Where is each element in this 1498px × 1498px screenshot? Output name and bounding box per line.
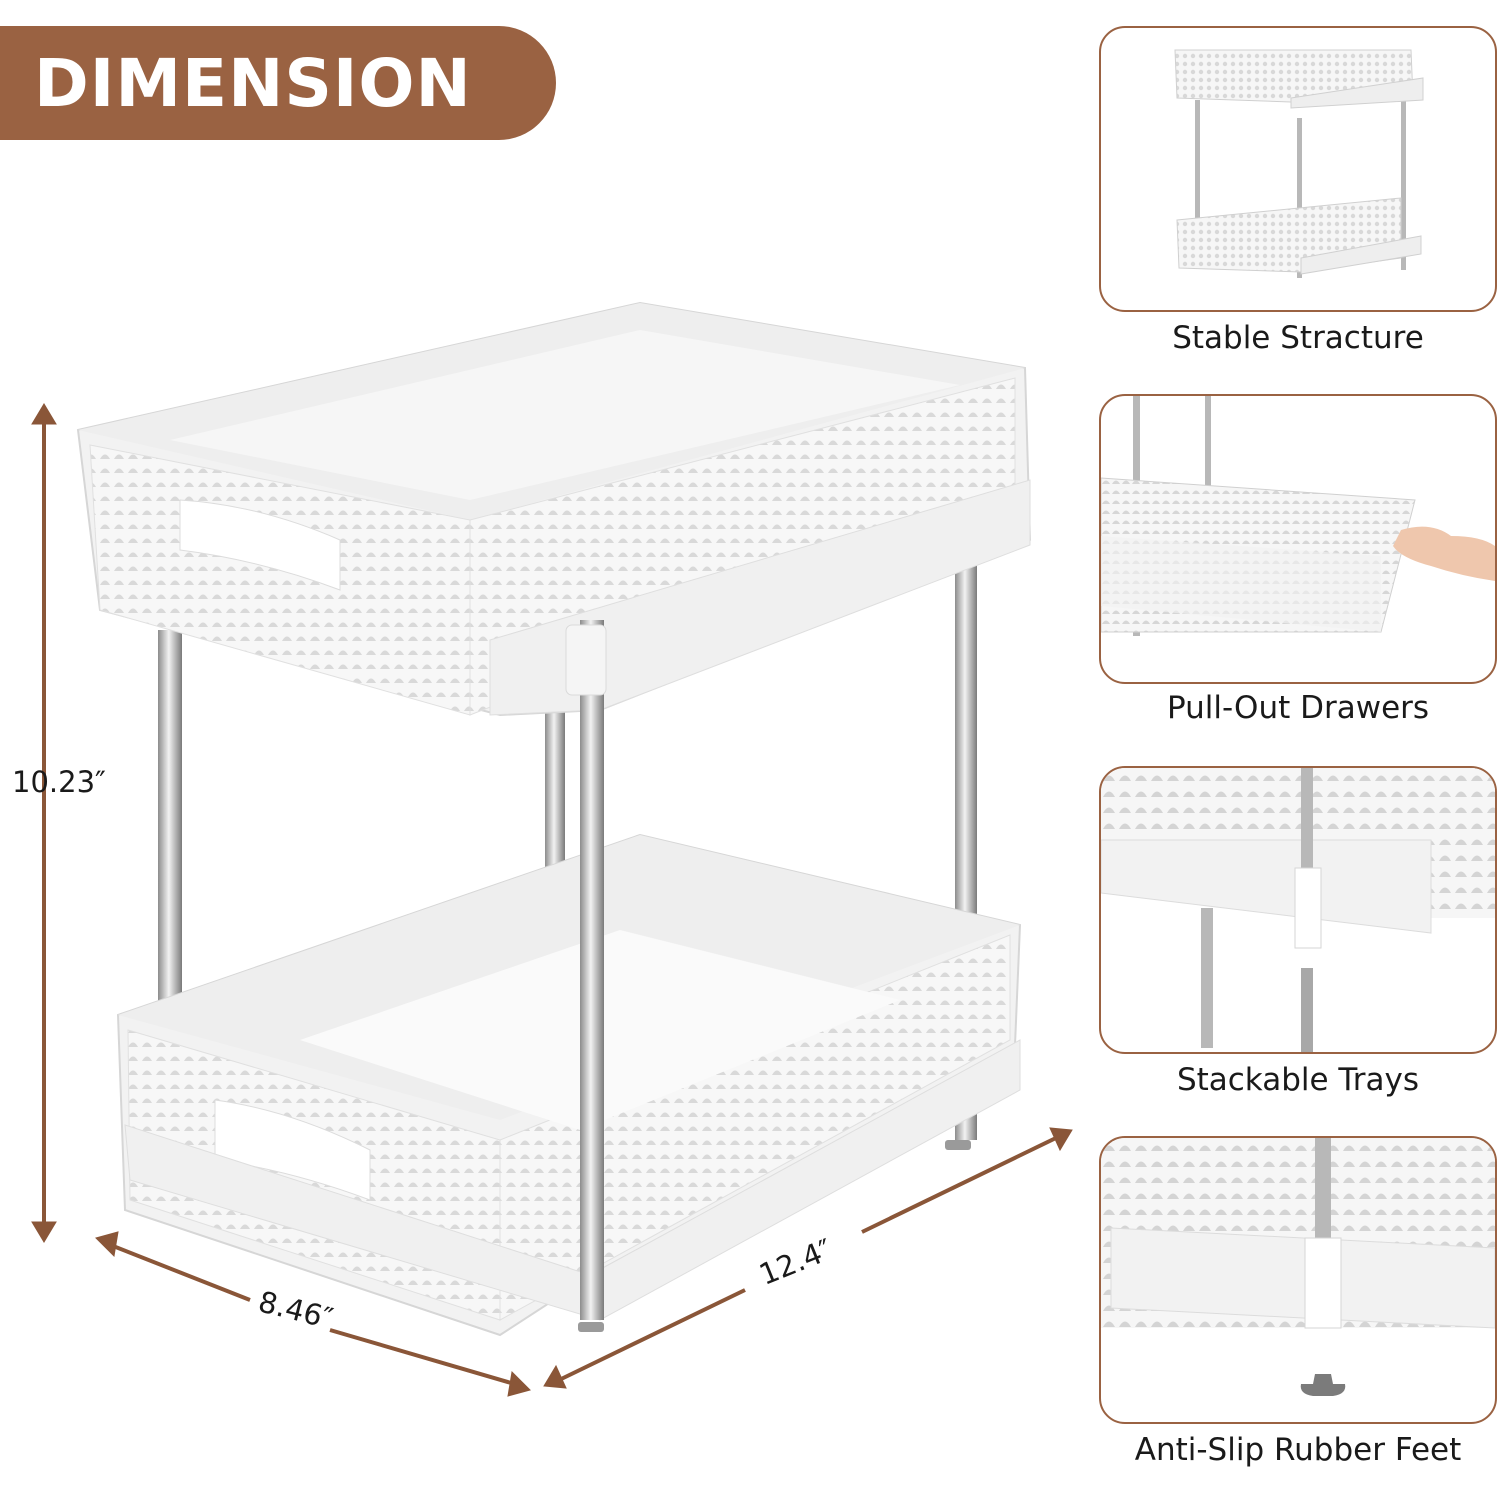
depth-arrow	[95, 1231, 531, 1397]
leg-joint	[565, 624, 607, 696]
leg-front	[580, 620, 604, 1320]
height-label: 10.23″	[12, 765, 106, 799]
product-illustration	[31, 301, 1073, 1397]
caption-anti-slip-feet: Anti-Slip Rubber Feet	[1134, 1432, 1462, 1468]
leg-back-left	[158, 630, 182, 1050]
rubber-foot-icon	[1300, 1374, 1346, 1396]
feature-panel-pull-out-drawers	[1099, 394, 1497, 684]
lower-tray	[116, 833, 1022, 1337]
height-arrow	[31, 403, 57, 1243]
feature-panel-stable-structure	[1099, 26, 1497, 312]
width-arrow	[543, 1127, 1073, 1389]
hand-icon	[1393, 526, 1495, 581]
stackable-trays-image	[1101, 768, 1495, 1052]
caption-pull-out-drawers: Pull-Out Drawers	[1166, 690, 1430, 726]
pull-out-drawers-image	[1101, 396, 1495, 636]
anti-slip-feet-image	[1101, 1138, 1495, 1396]
feature-panel-stackable-trays	[1099, 766, 1497, 1054]
caption-stackable-trays: Stackable Trays	[1176, 1062, 1420, 1098]
upper-tray	[76, 301, 1032, 717]
caption-stable-structure: Stable Stracture	[1172, 320, 1424, 356]
feature-panel-anti-slip-feet	[1099, 1136, 1497, 1424]
dimension-banner: DIMENSION	[0, 26, 556, 140]
foot-front	[578, 1322, 604, 1332]
foot-right	[945, 1140, 971, 1150]
stable-structure-image	[1174, 49, 1424, 278]
banner-title: DIMENSION	[34, 45, 472, 122]
